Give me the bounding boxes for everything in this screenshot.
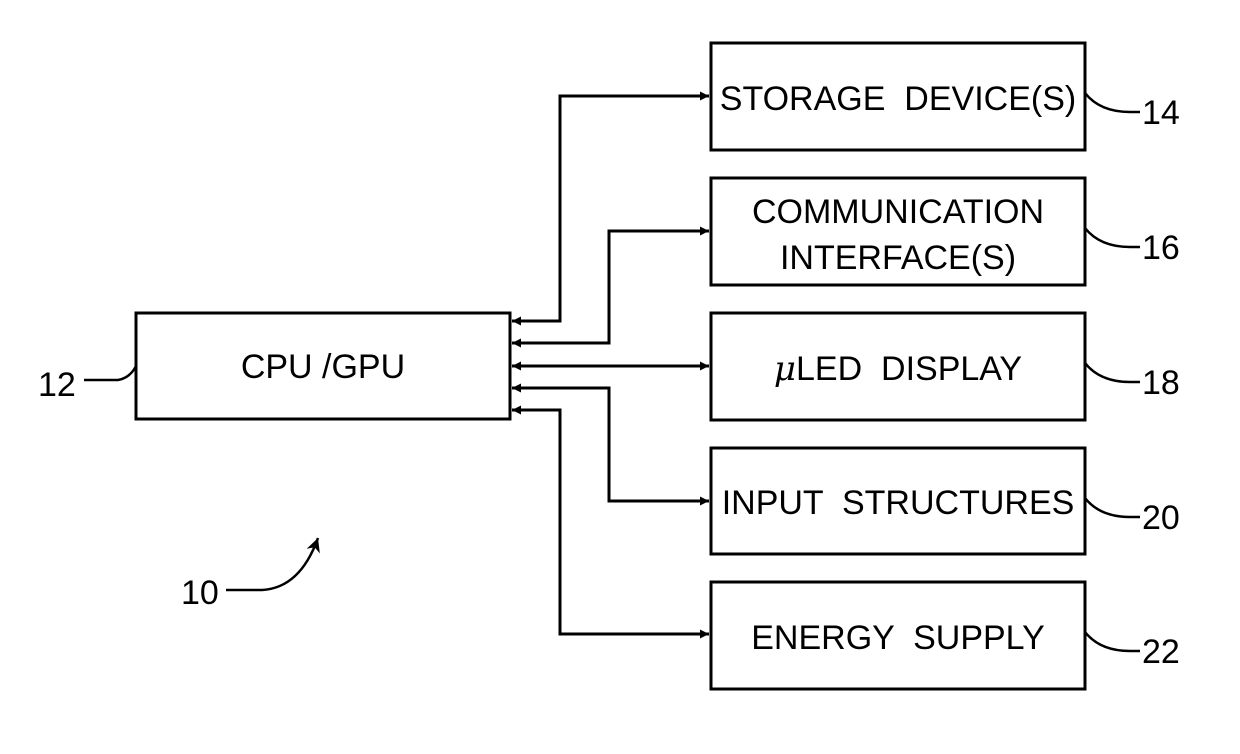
mu-symbol: μ: [774, 349, 796, 389]
ref-16-label: 16: [1142, 229, 1180, 267]
ref-14: 14: [1085, 93, 1180, 132]
cpu-gpu-label: CPU /GPU: [241, 348, 405, 386]
ref-22-label: 22: [1142, 633, 1180, 671]
ref-14-label: 14: [1142, 94, 1180, 132]
micro-led-display-block: μLED DISPLAY: [711, 313, 1085, 420]
led-display-text: LED DISPLAY: [796, 350, 1022, 388]
ref-20-label: 20: [1142, 499, 1180, 537]
wire-communication: [512, 231, 709, 343]
energy-supply-label: ENERGY SUPPLY: [751, 619, 1045, 657]
micro-led-display-label: μLED DISPLAY: [774, 349, 1022, 389]
storage-devices-label: STORAGE DEVICE(S): [720, 80, 1076, 118]
ref-18-label: 18: [1142, 364, 1180, 402]
communication-interfaces-line2: INTERFACE(S): [780, 239, 1016, 277]
communication-interfaces-block: COMMUNICATION INTERFACE(S): [711, 178, 1085, 285]
ref-10-label: 10: [181, 574, 219, 612]
ref-12: 12: [38, 366, 136, 404]
connection-wires: [512, 96, 709, 634]
communication-interfaces-line1: COMMUNICATION: [752, 193, 1044, 231]
wire-input: [512, 388, 709, 501]
input-structures-block: INPUT STRUCTURES: [711, 448, 1085, 554]
input-structures-label: INPUT STRUCTURES: [722, 484, 1075, 522]
storage-devices-block: STORAGE DEVICE(S): [711, 43, 1085, 150]
cpu-gpu-block: CPU /GPU: [136, 313, 510, 419]
ref-12-label: 12: [38, 366, 76, 404]
ref-16: 16: [1085, 228, 1180, 267]
ref-22: 22: [1085, 632, 1180, 671]
energy-supply-block: ENERGY SUPPLY: [711, 582, 1085, 689]
ref-10-arrow: [226, 538, 318, 590]
ref-18: 18: [1085, 363, 1180, 402]
ref-10: 10: [181, 538, 318, 612]
ref-20: 20: [1085, 498, 1180, 537]
